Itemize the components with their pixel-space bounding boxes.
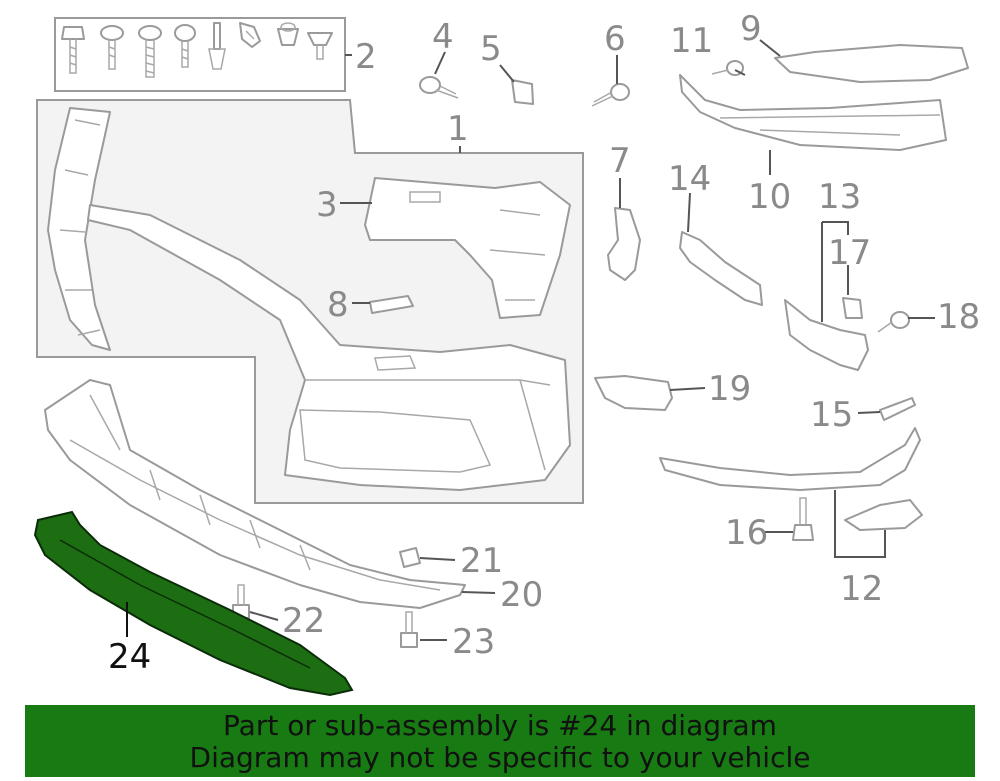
callout-5: 5 bbox=[480, 29, 502, 69]
lower-trim-detail bbox=[59, 539, 311, 669]
bracket-part-3 bbox=[364, 177, 571, 319]
callout-22: 22 bbox=[282, 601, 325, 641]
strip-part-14 bbox=[679, 231, 763, 306]
hardware-fasteners bbox=[61, 22, 333, 78]
callout-leaders bbox=[126, 39, 935, 641]
callout-6: 6 bbox=[604, 19, 626, 59]
callout-9: 9 bbox=[740, 9, 762, 49]
callout-15: 15 bbox=[810, 395, 853, 435]
callout-8: 8 bbox=[327, 285, 349, 325]
banner-line-disclaimer: Diagram may not be specific to your vehi… bbox=[189, 741, 811, 774]
hardware-box bbox=[54, 17, 346, 92]
screw-part-18 bbox=[877, 311, 910, 333]
clip-part-17 bbox=[842, 297, 863, 319]
screw-part-4 bbox=[419, 76, 459, 99]
banner-line-part-number: Part or sub-assembly is #24 in diagram bbox=[223, 709, 777, 742]
trim-part-15 bbox=[879, 397, 916, 421]
trim-part-19 bbox=[594, 375, 673, 411]
notice-banner: Part or sub-assembly is #24 in diagram D… bbox=[25, 705, 975, 777]
bracket-part-9 bbox=[774, 44, 969, 83]
reflector-part-13 bbox=[784, 299, 869, 371]
callout-10: 10 bbox=[748, 177, 791, 217]
bumper-cover bbox=[47, 107, 571, 491]
callout-13: 13 bbox=[818, 177, 861, 217]
strip-part-12 bbox=[659, 427, 921, 491]
clip-part-5 bbox=[511, 79, 534, 105]
callout-11: 11 bbox=[670, 21, 713, 61]
callout-19: 19 bbox=[708, 369, 751, 409]
callout-12: 12 bbox=[840, 569, 883, 609]
callout-18: 18 bbox=[937, 297, 980, 337]
bolt-part-16 bbox=[792, 497, 814, 541]
callout-14: 14 bbox=[668, 159, 711, 199]
callout-4: 4 bbox=[432, 17, 454, 57]
callout-1: 1 bbox=[447, 109, 469, 149]
clip-part-8 bbox=[369, 295, 414, 314]
callout-7: 7 bbox=[609, 141, 631, 181]
callout-17: 17 bbox=[828, 233, 871, 273]
grille-strip-part-10 bbox=[679, 74, 947, 151]
cover-part-7 bbox=[607, 207, 641, 281]
callout-3: 3 bbox=[316, 185, 338, 225]
callout-2: 2 bbox=[355, 37, 377, 77]
callout-23: 23 bbox=[452, 622, 495, 662]
screw-part-6 bbox=[591, 83, 630, 107]
callout-20: 20 bbox=[500, 575, 543, 615]
callout-21: 21 bbox=[460, 541, 503, 581]
screw-part-11 bbox=[711, 60, 744, 76]
end-cap-part-12 bbox=[844, 499, 923, 531]
clip-part-21 bbox=[399, 547, 421, 568]
callout-16: 16 bbox=[725, 513, 768, 553]
bolt-part-23 bbox=[400, 611, 418, 648]
lower-grille-part-20 bbox=[44, 379, 466, 609]
callout-24: 24 bbox=[108, 637, 151, 677]
